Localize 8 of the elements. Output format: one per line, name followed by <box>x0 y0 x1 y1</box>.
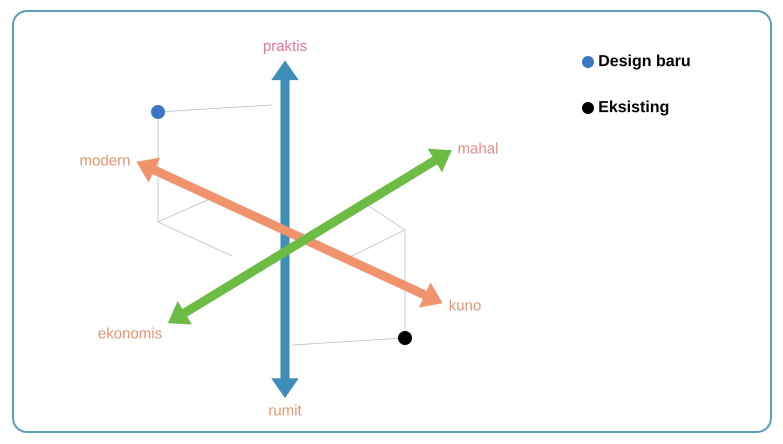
legend-label: Design baru <box>599 54 690 70</box>
axis-label: kuno <box>450 300 481 310</box>
axis-label: mahal <box>458 142 498 154</box>
legend-label: Eksisting <box>599 100 668 116</box>
axis-label: modern <box>80 154 130 166</box>
axis-label: praktis <box>264 40 307 54</box>
axis-label: rumit <box>269 404 302 416</box>
axis-label: ekonomis <box>98 328 162 338</box>
